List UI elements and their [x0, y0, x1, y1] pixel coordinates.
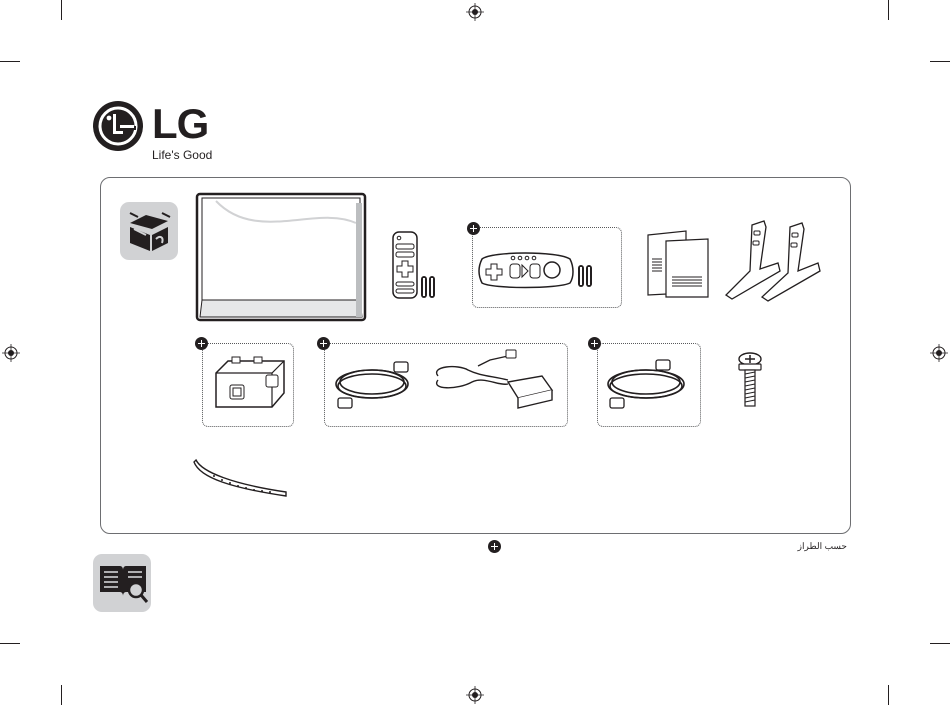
manual-tile: [93, 554, 151, 612]
legend-plus-icon: [488, 540, 501, 553]
power-cord-icon: [332, 356, 422, 414]
brand-tagline: Life's Good: [152, 148, 212, 162]
registration-mark-right: [930, 344, 948, 362]
box-contents-tile: [120, 202, 178, 260]
ferrite-core-icon: [212, 353, 288, 413]
cable-holder-strip-icon: [192, 456, 290, 498]
lg-face-icon: [92, 100, 144, 152]
crop-mark-bottom-right-h: [930, 643, 950, 644]
lg-logo: LG Life's Good: [92, 100, 222, 162]
crop-mark-bottom-left-h: [0, 643, 20, 644]
crop-mark-bottom-left-v: [61, 685, 62, 705]
registration-mark-bottom: [466, 686, 484, 704]
manuals-icon: [646, 229, 710, 299]
box-contents-icon: [126, 209, 172, 253]
registration-mark-left: [2, 344, 20, 362]
magic-remote-icon: [478, 249, 598, 291]
brand-name: LG: [152, 100, 208, 148]
power-cord-icon: [602, 356, 692, 414]
crop-mark-top-right-h: [930, 61, 950, 62]
manual-search-icon: [98, 562, 148, 606]
crop-mark-top-left-v: [61, 0, 62, 20]
ac-adapter-icon: [428, 346, 558, 416]
optional-plus-icon: [195, 337, 208, 350]
optional-plus-icon: [317, 337, 330, 350]
remote-control-icon: [392, 231, 438, 299]
registration-mark-top: [466, 3, 484, 21]
optional-plus-icon: [467, 222, 480, 235]
tv-illustration: [196, 193, 368, 323]
crop-mark-top-right-v: [888, 0, 889, 20]
depending-on-model-note: حسب الطراز: [798, 541, 847, 552]
optional-plus-icon: [588, 337, 601, 350]
stand-legs-icon: [722, 219, 826, 307]
crop-mark-bottom-right-v: [888, 685, 889, 705]
crop-mark-top-left-h: [0, 61, 20, 62]
stand-screw-icon: [737, 352, 763, 410]
